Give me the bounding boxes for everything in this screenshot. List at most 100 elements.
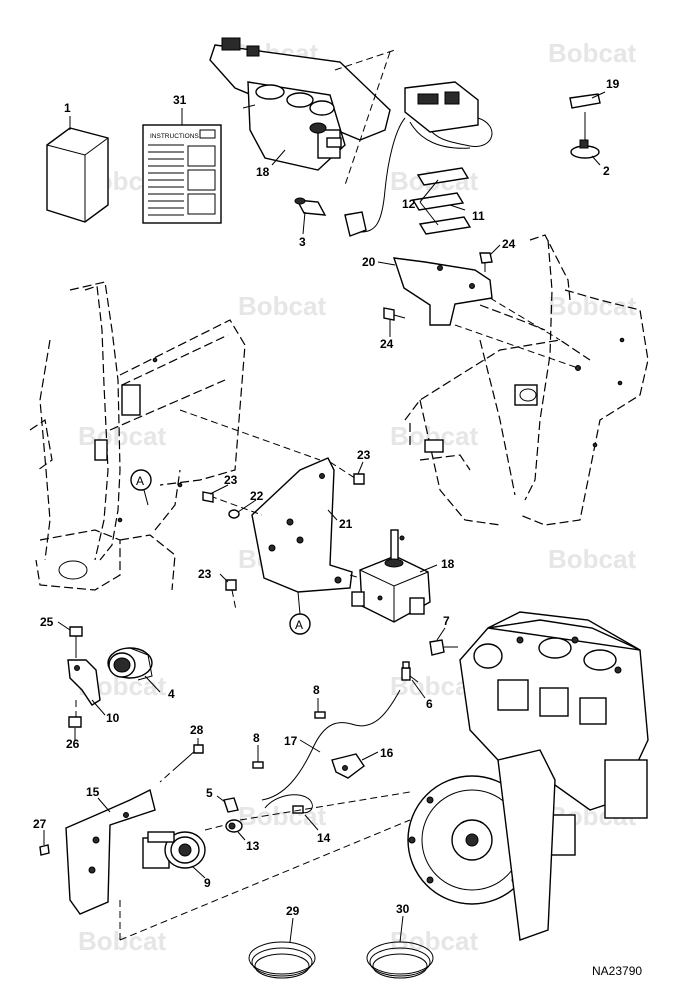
leader [179,409,321,461]
control-module-top [209,37,391,171]
part-label-8: 8 [313,683,320,697]
watermark: Bobcat [238,291,326,321]
part-label-18: 18 [441,557,455,571]
chassis-left [29,281,246,591]
part-label-15: 15 [86,785,100,799]
part-label-5: 5 [206,786,213,800]
part-label-19: 19 [606,77,620,91]
part-label-1: 1 [64,101,71,115]
sender-fitting [401,661,419,683]
nut [225,579,237,591]
part-label-7: 7 [443,614,450,628]
terminal [252,761,264,769]
part-label-12: 12 [402,197,416,211]
nut [68,716,82,728]
actuator-module [351,529,431,623]
part-label-23: 23 [198,567,212,581]
part-label-3: 3 [299,235,306,249]
leader [204,824,226,831]
watermark: Bobcat [78,926,166,956]
part-label-23: 23 [224,473,238,487]
nut [39,844,50,856]
decal-strips [411,167,472,235]
leader [349,574,361,579]
watermark: Bobcat [78,421,166,451]
callout-a-left: A [130,469,152,506]
part-labels: 1 31 18 19 2 3 12 11 24 20 24 23 23 22 2… [33,77,620,918]
chassis-right [404,234,649,526]
instructions-title: INSTRUCTIONS [150,133,199,140]
part-label-4: 4 [168,687,175,701]
watermark: Bobcat [548,544,636,574]
pin-connector [294,197,327,216]
watermark: Bobcat [390,926,478,956]
part-label-29: 29 [286,904,300,918]
part-label-21: 21 [339,517,353,531]
watermark: Bobcat [548,38,636,68]
leader [344,51,391,186]
part-label-26: 26 [66,737,80,751]
hose-coil [248,941,316,979]
part-label-16: 16 [380,746,394,760]
part-label-24: 24 [380,337,394,351]
drawing-number: NA23790 [592,964,642,978]
terminal [314,711,326,719]
harness-connector-top [359,81,493,233]
part-label-22: 22 [250,489,264,503]
bracket-top [392,257,493,326]
part-label-6: 6 [426,697,433,711]
leader [489,297,561,341]
spacer [223,797,239,813]
callout-a-plate: A [289,591,311,635]
leader [209,495,263,516]
part-label-20: 20 [362,255,376,269]
bolt [479,252,493,272]
part-label-25: 25 [40,615,54,629]
bolt [177,744,204,767]
part-label-9: 9 [204,876,211,890]
part-label-24: 24 [502,237,516,251]
bolt [69,626,83,658]
bolt [202,491,214,503]
leader [119,819,411,941]
sensor-bracket [67,659,101,706]
part-label-31: 31 [173,93,187,107]
part-label-2: 2 [603,164,610,178]
harness-clamp [331,753,365,779]
part-label-11: 11 [472,209,485,223]
part-label-14: 14 [317,831,331,845]
washer [228,509,240,519]
leader [239,791,411,821]
part-label-13: 13 [246,839,260,853]
bolt [383,307,406,321]
solenoid [142,831,206,869]
part-label-8: 8 [253,731,260,745]
leader [231,589,237,611]
mounting-plate [251,457,353,593]
starter-bracket [65,788,156,915]
label-leaders [43,91,606,943]
nut [353,473,365,485]
wire-lead [264,794,313,814]
callout-marker: A [136,474,144,488]
connector-plug [344,211,367,237]
watermark: Bobcat [238,801,326,831]
kit-box [46,127,109,223]
fitting [429,639,458,656]
engine-block [459,611,649,856]
flywheel-housing [407,749,556,941]
fitting [225,819,243,833]
leader [159,765,179,783]
leader [454,324,579,369]
hose-clamp [570,112,600,159]
instruction-sheet: INSTRUCTIONS [142,124,222,224]
part-label-30: 30 [396,902,410,916]
part-label-27: 27 [33,817,47,831]
sensor-housing [107,647,153,681]
part-label-28: 28 [190,723,204,737]
part-label-18: 18 [256,165,270,179]
part-label-23: 23 [357,448,371,462]
callout-marker: A [295,618,303,632]
wire-harness [261,689,401,801]
